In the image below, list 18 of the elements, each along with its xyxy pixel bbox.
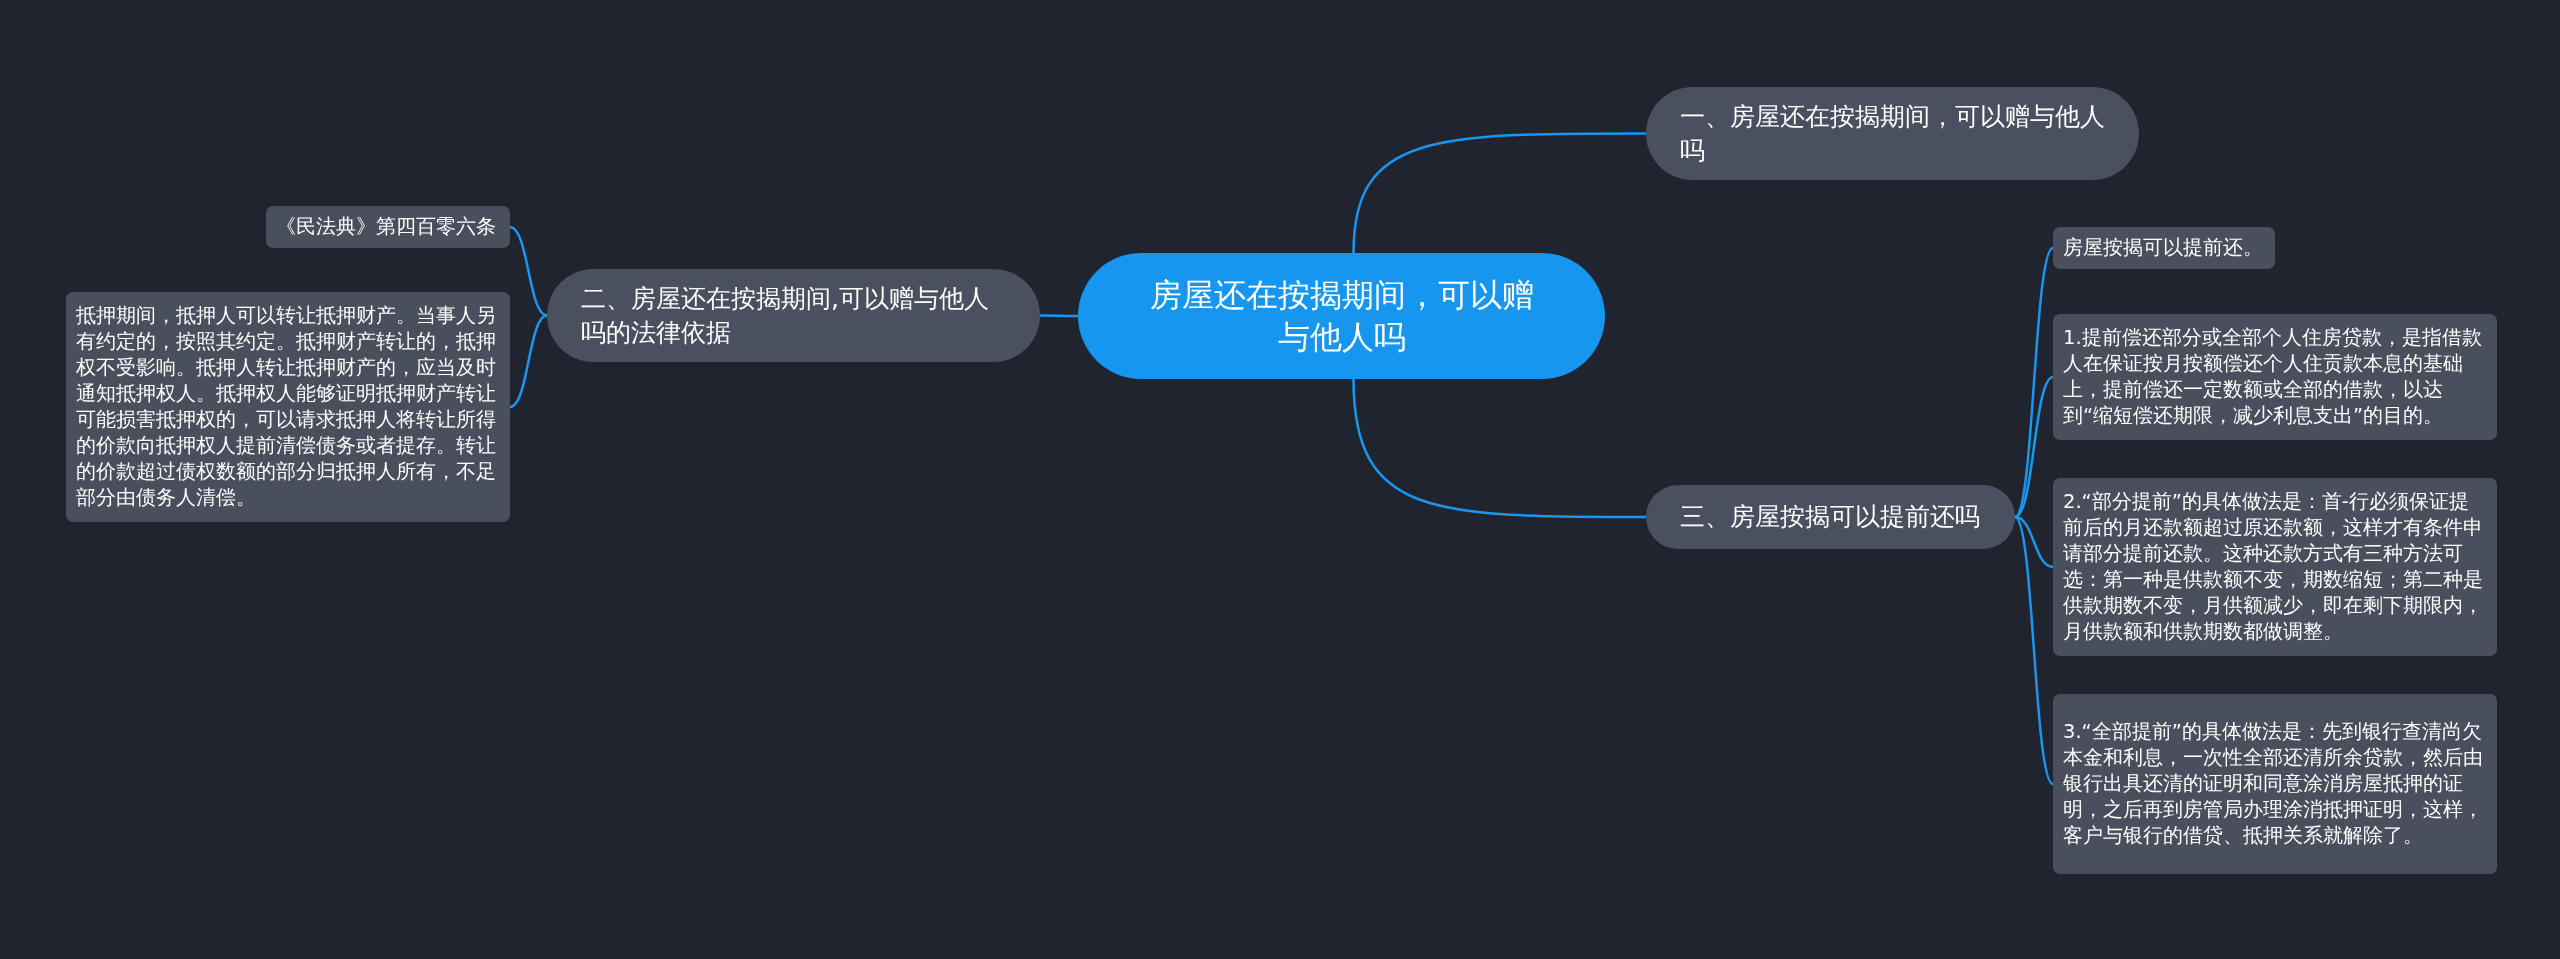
branch-topic: 一、房屋还在按揭期间，可以赠与他人吗 [1646, 87, 2139, 180]
connector-line [1352, 378, 1646, 519]
leaf-note: 房屋按揭可以提前还。 [2053, 227, 2275, 269]
connector-line [509, 225, 548, 317]
leaf-note: 3.“全部提前”的具体做法是：先到银行查清尚欠本金和利息，一次性全部还清所余贷款，然后由银行出具还清的证明和同意涂消房屋抵押的证明，之后再到房管局办理涂消抵押证明，这样，客户与银行的借贷、抵押关系就解除了。 [2053, 694, 2497, 874]
leaf-note: 《民法典》第四百零六条 [266, 206, 510, 248]
connector-line [2014, 375, 2054, 519]
connector-line [2014, 515, 2054, 569]
central-topic: 房屋还在按揭期间，可以赠与他人吗 [1078, 253, 1605, 379]
leaf-note: 1.提前偿还部分或全部个人住房贷款，是指借款人在保证按月按额偿还个人住贡款本息的基础上，提前偿还一定数额或全部的借款，以达到“缩短偿还期限，减少利息支出”的目的。 [2053, 314, 2497, 440]
branch-topic: 二、房屋还在按揭期间,可以赠与他人吗的法律依据 [547, 269, 1040, 362]
connector-line [1040, 314, 1078, 318]
leaf-note: 2.“部分提前”的具体做法是：首-行必须保证提前后的月还款额超过原还款额，这样才有条件申请部分提前还款。这种还款方式有三种方法可选：第一种是供款额不变，期数缩短；第二种是供款期数不变，月供额减少，即在剩下期限内，月供款额和供款期数都做调整。 [2053, 478, 2497, 656]
connector-line [509, 314, 548, 409]
connector-line [1352, 132, 1646, 254]
connector-line [2014, 516, 2054, 785]
leaf-note: 抵押期间，抵押人可以转让抵押财产。当事人另有约定的，按照其约定。抵押财产转让的，抵押权不受影响。抵押人转让抵押财产的，应当及时通知抵押权人。抵押权人能够证明抵押财产转让可能损害抵押权的，可以请求抵押人将转让所得的价款向抵押权人提前清偿债务或者提存。转让的价款超过债权数额的部分归抵押人所有，不足部分由债务人清偿。 [66, 292, 510, 522]
branch-topic: 三、房屋按揭可以提前还吗 [1646, 485, 2015, 549]
